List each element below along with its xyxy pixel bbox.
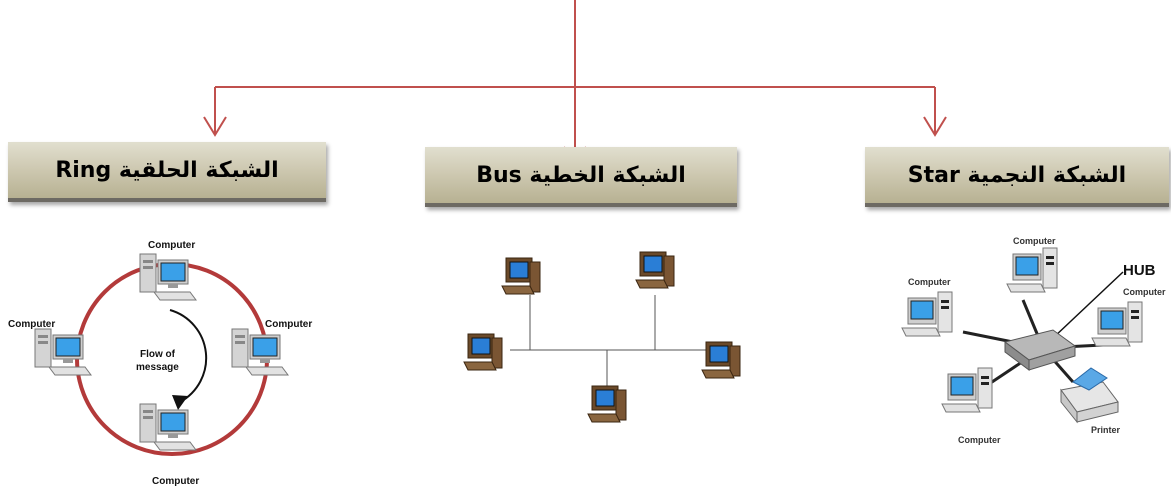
printer-label: Printer — [1091, 425, 1121, 435]
star-label-left: Computer — [908, 277, 951, 287]
star-hub — [1003, 329, 1077, 371]
ring-label-left: Computer — [8, 319, 55, 330]
bus-network-title: الشبكة الخطية Bus — [476, 162, 686, 188]
star-label-bottom: Computer — [958, 435, 1001, 445]
bus-network-box: الشبكة الخطية Bus — [425, 147, 737, 207]
star-printer — [1060, 367, 1119, 424]
ring-label-bottom: Computer — [152, 476, 199, 487]
flow-label-line1: Flow of — [140, 349, 176, 360]
star-label-top: Computer — [1013, 236, 1056, 246]
ring-computer-bottom — [139, 403, 197, 451]
ring-network-diagram: Computer Computer Computer Computer Flow… — [8, 240, 312, 487]
star-computer-top — [1006, 247, 1058, 293]
star-label-right: Computer — [1123, 287, 1166, 297]
star-computer-left — [901, 291, 953, 337]
bus-computer-2 — [635, 251, 675, 289]
ring-computer-left — [34, 328, 92, 376]
bus-computer-4 — [701, 341, 741, 379]
ring-computer-right — [231, 328, 289, 376]
ring-network-box: الشبكة الحلقية Ring — [8, 142, 326, 202]
star-computer-right — [1091, 301, 1143, 347]
flow-label-line2: message — [136, 362, 179, 373]
ring-network-title: الشبكة الحلقية Ring — [55, 157, 279, 183]
bus-computer-3 — [463, 333, 503, 371]
bus-network-diagram — [463, 251, 741, 423]
arrowhead-star — [923, 116, 947, 137]
bus-computer-5 — [587, 385, 627, 423]
hub-pointer-line — [1052, 271, 1124, 339]
flow-arrow — [169, 309, 208, 403]
star-network-title: الشبكة النجمية Star — [907, 162, 1127, 188]
flow-arrow-head — [172, 395, 188, 410]
bus-cables — [510, 295, 710, 388]
star-network-box: الشبكة النجمية Star — [865, 147, 1169, 207]
ring-computer-top — [139, 253, 197, 301]
star-computer-bottom — [941, 367, 993, 413]
ring-label-top: Computer — [148, 240, 195, 251]
bus-computer-1 — [501, 257, 541, 295]
star-network-diagram: HUB Computer Computer Computer Computer … — [901, 236, 1166, 445]
arrowhead-ring — [203, 116, 227, 137]
ring-label-right: Computer — [265, 319, 312, 330]
hub-label: HUB — [1123, 262, 1156, 279]
